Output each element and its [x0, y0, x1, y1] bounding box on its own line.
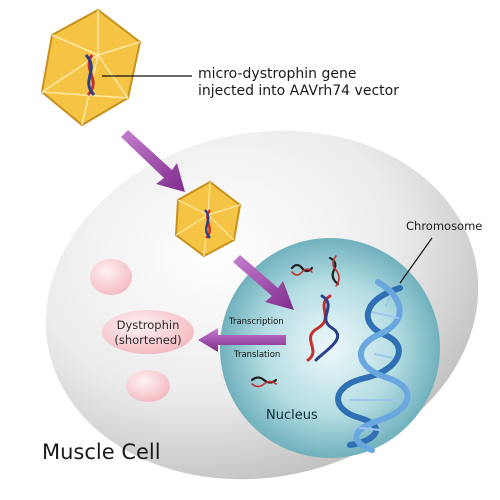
dystrophin-label-line1: Dystrophin [117, 318, 180, 332]
cell-label: Muscle Cell [42, 440, 161, 464]
nuclear-entry-arrow [233, 255, 294, 310]
chromosome-label: Chromosome [406, 219, 482, 233]
translation-label: Translation [233, 350, 280, 360]
aav-capsid-middle [174, 180, 242, 258]
chromosome-pointer [399, 237, 433, 284]
transcription-label: Transcription [228, 317, 284, 327]
dystrophin-blob [90, 259, 132, 295]
dystrophin-blob [126, 370, 170, 402]
dna-fragment [328, 255, 340, 287]
chromosome-helix [335, 279, 411, 453]
dystrophin-main-blob [102, 310, 194, 354]
nucleus-label: Nucleus [266, 408, 318, 423]
dna-fragment [250, 376, 278, 388]
vector-label-line2: injected into AAVrh74 vector [198, 83, 399, 99]
vector-label-line1: micro-dystrophin gene [198, 66, 356, 82]
dna-fragment [290, 263, 314, 276]
transcription-arrow [198, 328, 286, 352]
micro-dystrophin-dna [306, 294, 340, 362]
dystrophin-label-line2: (shortened) [114, 333, 181, 347]
aav-capsid-top [40, 8, 142, 127]
entry-arrow [121, 130, 185, 192]
